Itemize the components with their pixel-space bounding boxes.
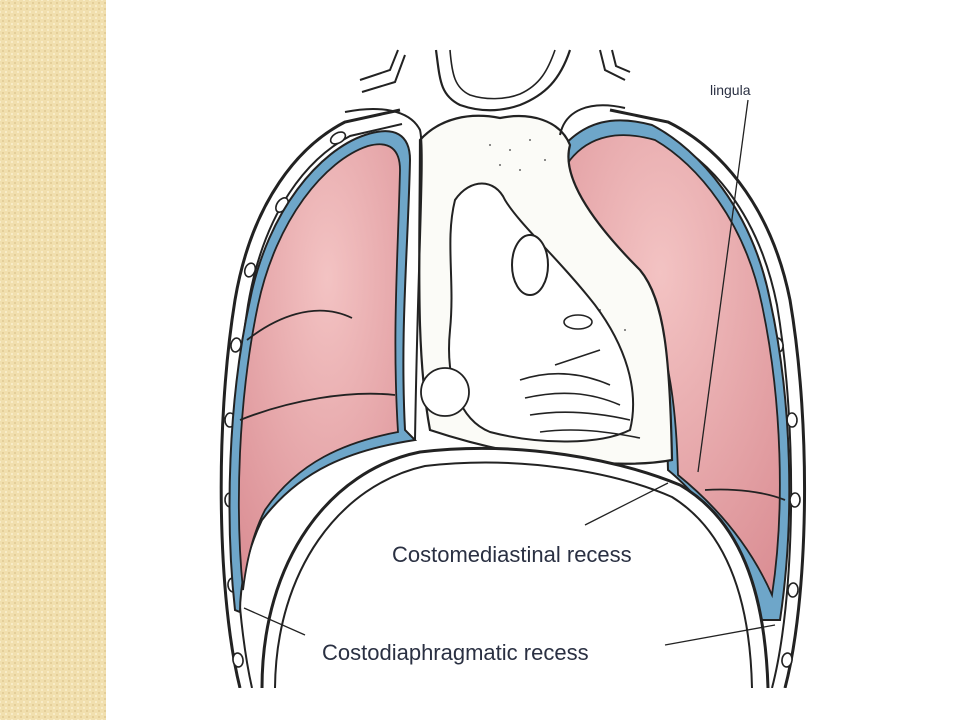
costomediastinal-leader-line [584,482,669,526]
heart-muscle-lines [519,349,641,439]
decorative-side-band [0,0,106,720]
mediastinal-pleura-top [344,108,423,441]
lung-left-fissure-2 [239,392,396,421]
small-vessel [563,314,593,330]
costodiaphragmatic-leader-line-right [664,624,776,646]
trachea-inner [449,49,556,100]
lung-left [238,143,401,591]
diaphragm-inner [274,461,753,688]
trachea [434,49,572,112]
costodiaphragmatic-recess-label: Costodiaphragmatic recess [322,640,589,665]
chest-wall-left [219,108,401,688]
mediastinal-pleura-top-right [559,104,626,136]
costodiaphragmatic-leader-line-left [243,607,306,636]
lingula-label: lingula [710,82,751,98]
lung-right-fissure [704,488,786,501]
pulmonary-vessel [511,234,549,296]
esophagus [420,367,470,417]
costomediastinal-recess-label: Costomediastinal recess [392,542,632,567]
thorax-svg: lingula Costomediastinal recess Costodia… [219,49,807,688]
vessel-left-top [359,49,406,93]
lung-left-fissure-1 [246,309,353,341]
vessel-right-top [599,49,631,81]
thorax-diagram: lingula Costomediastinal recess Costodia… [214,38,814,688]
lingula-leader-line [697,99,749,473]
chest-wall-right [609,108,807,688]
